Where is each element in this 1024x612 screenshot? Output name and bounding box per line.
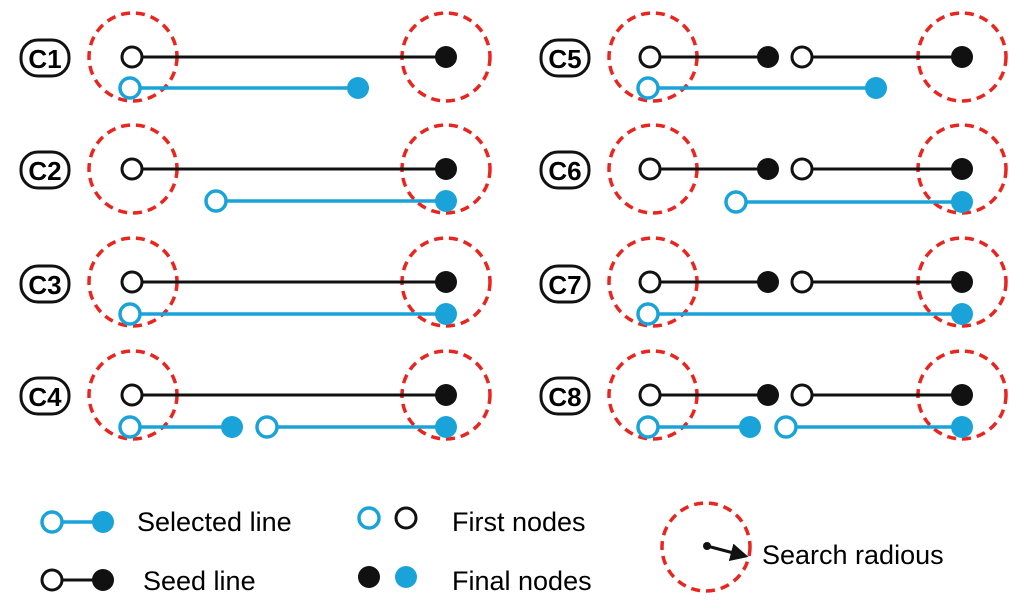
case-c6: C6 — [539, 123, 1008, 215]
seed-first-node — [120, 383, 144, 407]
seed-final-node — [757, 46, 779, 68]
case-label-badge: C6 — [539, 150, 591, 190]
case-label: C7 — [548, 270, 581, 300]
selected-first-node — [255, 415, 279, 439]
seed-final-node — [951, 384, 973, 406]
case-label-badge: C1 — [19, 38, 71, 78]
seed-first-node — [790, 270, 814, 294]
seed-final-node — [757, 158, 779, 180]
seed-final-node — [435, 384, 457, 406]
legend-first-node-seed — [394, 506, 418, 530]
case-label: C4 — [28, 382, 62, 412]
seed-final-node — [757, 384, 779, 406]
selected-first-node — [118, 76, 142, 100]
case-label-badge: C3 — [19, 264, 71, 304]
case-c7: C7 — [539, 236, 1008, 328]
seed-final-node — [757, 271, 779, 293]
case-label: C2 — [28, 156, 61, 186]
seed-final-node — [951, 158, 973, 180]
case-label-badge: C7 — [539, 264, 591, 304]
case-label: C3 — [28, 270, 61, 300]
case-label-badge: C4 — [19, 376, 71, 416]
case-label: C8 — [548, 382, 581, 412]
selected-first-node — [636, 415, 660, 439]
selected-final-node — [435, 190, 457, 212]
selected-final-node — [739, 416, 761, 438]
selected-final-node — [865, 77, 887, 99]
case-label-badge: C8 — [539, 376, 591, 416]
selected-first-node — [204, 189, 228, 213]
seed-first-node — [120, 157, 144, 181]
seed-first-node — [790, 45, 814, 69]
selected-first-node — [724, 190, 748, 214]
seed-first-node — [638, 270, 662, 294]
legend-label-search-radius: Search radious — [762, 540, 944, 570]
case-c3: C3 — [19, 236, 492, 328]
legend-label-selected-line: Selected line — [137, 507, 292, 537]
legend-first-nodes: First nodes — [357, 506, 586, 537]
case-c1: C1 — [19, 11, 492, 103]
legend-first-node-selected — [357, 506, 381, 530]
seed-final-node — [951, 271, 973, 293]
legend-search-radius-circle — [660, 501, 752, 593]
case-c4: C4 — [19, 349, 492, 441]
seed-first-node — [120, 45, 144, 69]
legend-selected-first-node — [40, 510, 64, 534]
selected-first-node — [636, 302, 660, 326]
case-label: C1 — [28, 44, 61, 74]
case-c5: C5 — [539, 11, 1008, 103]
seed-first-node — [790, 383, 814, 407]
selected-final-node — [435, 416, 457, 438]
case-label: C5 — [548, 44, 581, 74]
legend-selected-final-node — [92, 511, 114, 533]
legend-label-seed-line: Seed line — [143, 566, 256, 596]
seed-first-node — [638, 383, 662, 407]
seed-final-node — [435, 271, 457, 293]
legend-seed-first-node — [40, 568, 64, 592]
seed-final-node — [951, 46, 973, 68]
case-label-badge: C2 — [19, 150, 71, 190]
case-c2: C2 — [19, 123, 492, 215]
legend-label-final-nodes: Final nodes — [452, 566, 592, 596]
selected-final-node — [951, 303, 973, 325]
legend-final-node-seed — [358, 566, 380, 588]
case-c8: C8 — [539, 349, 1008, 441]
selected-final-node — [347, 77, 369, 99]
selected-final-node — [951, 416, 973, 438]
legend: Selected line Seed line First nodes Fina… — [40, 501, 944, 596]
selected-final-node — [221, 416, 243, 438]
selected-first-node — [118, 302, 142, 326]
legend-label-first-nodes: First nodes — [452, 507, 586, 537]
seed-first-node — [120, 270, 144, 294]
legend-final-node-selected — [395, 566, 417, 588]
seed-first-node — [638, 45, 662, 69]
legend-seed-line: Seed line — [40, 566, 256, 596]
legend-selected-line: Selected line — [40, 507, 292, 537]
arrow-icon — [706, 543, 749, 562]
legend-search-radius: Search radious — [660, 501, 944, 593]
selected-first-node — [118, 415, 142, 439]
seed-first-node — [790, 157, 814, 181]
case-label: C6 — [548, 156, 581, 186]
selected-final-node — [435, 303, 457, 325]
case-label-badge: C5 — [539, 38, 591, 78]
selected-first-node — [636, 76, 660, 100]
seed-final-node — [435, 158, 457, 180]
legend-final-nodes: Final nodes — [358, 566, 592, 596]
selected-first-node — [774, 415, 798, 439]
selected-final-node — [951, 191, 973, 213]
seed-final-node — [435, 46, 457, 68]
seed-first-node — [638, 157, 662, 181]
legend-seed-final-node — [92, 569, 114, 591]
